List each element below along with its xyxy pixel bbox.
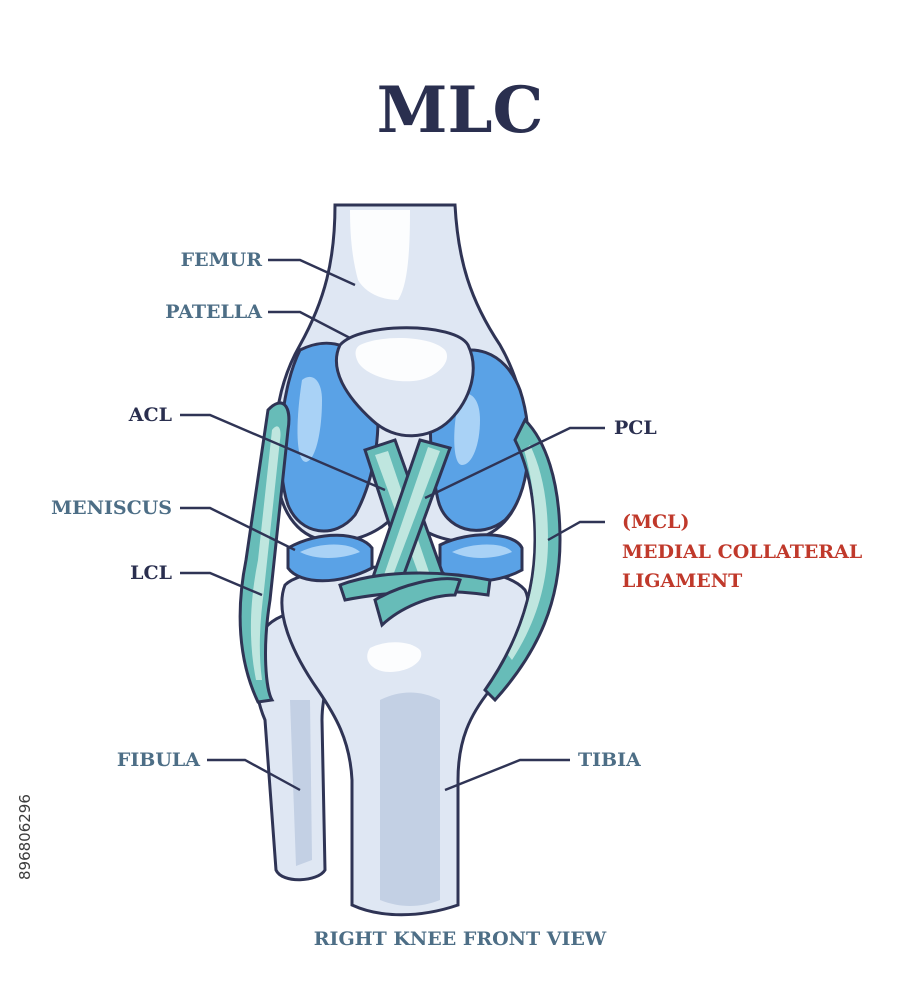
patella-bone [334, 326, 475, 438]
label-acl: ACL [128, 404, 172, 426]
transverse-ligament [338, 571, 492, 628]
label-mcl-line2: LIGAMENT [622, 570, 742, 592]
lcl-ligament [238, 401, 291, 704]
leader-lines [180, 258, 605, 792]
diagram-title: MLC [377, 73, 544, 148]
label-patella: PATELLA [165, 301, 262, 323]
image-id-text: 896806296 [16, 794, 34, 880]
label-femur: FEMUR [181, 249, 263, 271]
label-mcl-line1: MEDIAL COLLATERAL [622, 541, 862, 563]
label-mcl-abbr: (MCL) [622, 511, 690, 533]
label-fibula: FIBULA [117, 749, 200, 771]
label-pcl: PCL [614, 417, 657, 439]
diagram-caption: RIGHT KNEE FRONT VIEW [314, 928, 607, 950]
label-lcl: LCL [130, 562, 172, 584]
mcl-ligament [483, 417, 562, 703]
label-meniscus: MENISCUS [51, 497, 172, 519]
label-tibia: TIBIA [578, 749, 641, 771]
meniscus [286, 533, 524, 583]
